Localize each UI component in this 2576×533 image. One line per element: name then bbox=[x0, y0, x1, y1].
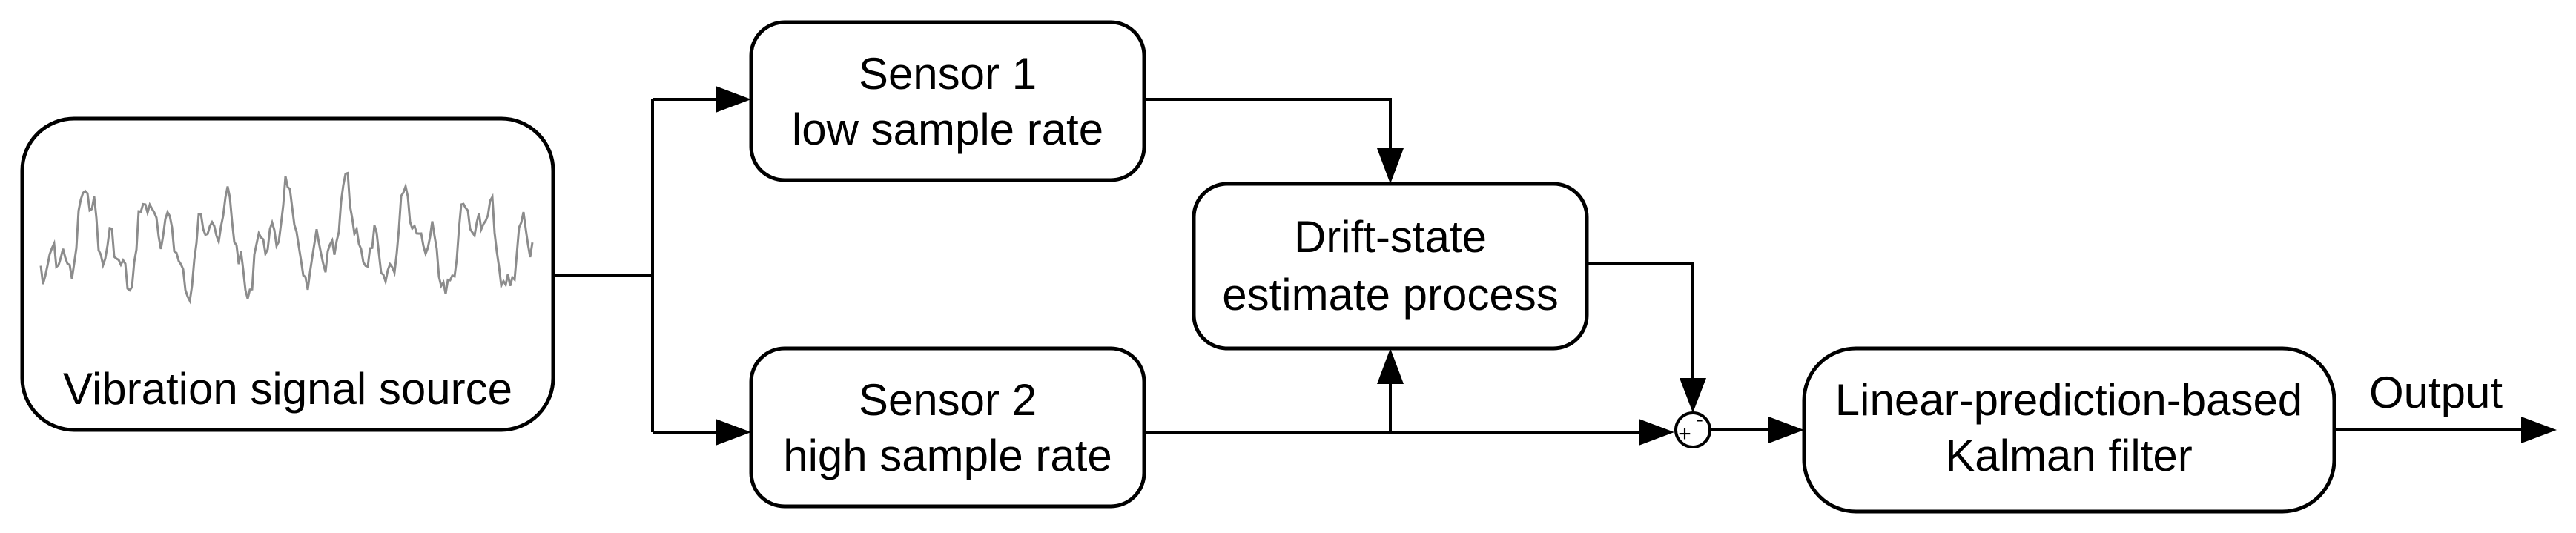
arrow-to-kalman bbox=[1768, 417, 1804, 443]
sum-plus-sign: + bbox=[1678, 422, 1691, 446]
summing-junction: + - bbox=[1674, 407, 1711, 448]
sensor2-block: Sensor 2 high sample rate bbox=[749, 346, 1146, 509]
drift-title: Drift-state bbox=[1294, 212, 1487, 262]
arrow-to-drift-bottom bbox=[1377, 348, 1404, 384]
drift-subtitle: estimate process bbox=[1222, 270, 1559, 320]
sensor2-subtitle: high sample rate bbox=[783, 431, 1112, 480]
arrow-to-drift-top bbox=[1377, 148, 1404, 184]
drift-estimate-block: Drift-state estimate process bbox=[1192, 182, 1589, 351]
output-label: Output bbox=[2369, 368, 2503, 417]
arrow-to-sensor2 bbox=[716, 419, 751, 446]
arrow-output bbox=[2521, 417, 2557, 443]
vibration-source-block: Vibration signal source bbox=[20, 116, 555, 432]
sensor2-title: Sensor 2 bbox=[859, 375, 1037, 425]
arrow-to-sensor1 bbox=[716, 86, 751, 113]
sensor1-subtitle: low sample rate bbox=[792, 105, 1103, 154]
sensor1-block: Sensor 1 low sample rate bbox=[749, 20, 1146, 182]
arrow-to-sum-left bbox=[1639, 419, 1674, 446]
sensor1-title: Sensor 1 bbox=[859, 49, 1037, 99]
vibration-source-label: Vibration signal source bbox=[63, 364, 512, 414]
kalman-filter-block: Linear-prediction-based Kalman filter bbox=[1802, 346, 2336, 514]
kalman-title: Linear-prediction-based bbox=[1835, 375, 2302, 425]
sum-minus-sign: - bbox=[1696, 407, 1703, 431]
arrow-to-sum-top bbox=[1680, 378, 1706, 413]
connections bbox=[553, 98, 2521, 434]
drift-to-sum-wire bbox=[1587, 262, 1694, 378]
kalman-subtitle: Kalman filter bbox=[1945, 431, 2192, 480]
sensor1-to-drift-wire bbox=[1144, 98, 1392, 148]
vibration-waveform-icon bbox=[39, 171, 534, 305]
arrowheads bbox=[716, 86, 2557, 446]
